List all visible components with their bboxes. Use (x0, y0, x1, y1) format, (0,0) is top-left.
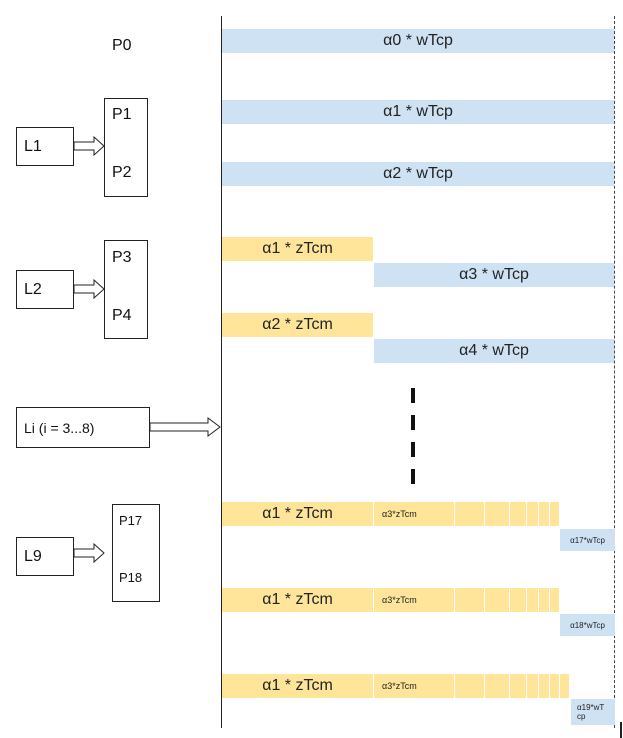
bar-segmented-ztcm-row2: α3*zTcm (374, 588, 559, 612)
arrow-l2-icon (73, 278, 105, 300)
bar-label: α1 * zTcm (262, 505, 333, 522)
bar-label-line2: cp (577, 712, 586, 721)
bar-label: α1 * zTcm (262, 240, 333, 257)
process-label-p2: P2 (112, 164, 132, 181)
bar-label: α3*zTcm (382, 595, 417, 605)
level-box-l2 (16, 270, 74, 309)
bar-segmented-ztcm-row1: α3*zTcm (374, 502, 559, 526)
bar-alpha4-wtcp: α4 * wTcp (374, 339, 614, 363)
bar-label-line1: α19*wT (577, 703, 605, 712)
bar-label: α1 * zTcm (262, 677, 333, 694)
bar-alpha1-wtcp: α1 * wTcp (222, 100, 614, 124)
bar-segmented-ztcm-row3: α3*zTcm (374, 674, 569, 698)
bar-label: α18*wTcp (570, 620, 605, 630)
end-dashed-line (614, 16, 615, 728)
arrow-li-icon (149, 417, 221, 437)
level-label-l9: L9 (24, 548, 42, 565)
level-label-l2: L2 (24, 281, 42, 298)
process-label-p4: P4 (112, 307, 132, 324)
arrow-l9-icon (73, 542, 105, 564)
process-label-p1: P1 (112, 106, 132, 123)
arrow-l1-icon (73, 135, 105, 157)
bar-label: α4 * wTcp (459, 342, 529, 359)
bar-label: α1 * zTcm (262, 591, 333, 608)
process-label-p0: P0 (112, 37, 132, 54)
level-box-li (16, 407, 150, 448)
bar-alpha0-wtcp: α0 * wTcp (222, 29, 614, 53)
bar-alpha18-wtcp: α18*wTcp (560, 614, 615, 636)
level-label-li: Li (i = 3...8) (24, 420, 95, 436)
bar-alpha17-wtcp: α17*wTcp (560, 529, 615, 551)
ellipsis-dashes (411, 388, 415, 484)
bar-alpha19-wtcp: α19*wT cp (571, 699, 615, 725)
bar-label: α3*zTcm (382, 681, 417, 691)
process-box-p1-p2 (104, 98, 148, 197)
bar-label: α17*wTcp (570, 535, 605, 545)
bar-label: α3*zTcm (382, 509, 417, 519)
bar-alpha2-ztcm: α2 * zTcm (222, 313, 373, 337)
bar-label: α3 * wTcp (459, 266, 529, 283)
bar-alpha2-wtcp: α2 * wTcp (222, 162, 614, 186)
bar-alpha1-ztcm-row2: α1 * zTcm (222, 588, 373, 612)
bar-alpha1-ztcm-row1: α1 * zTcm (222, 502, 373, 526)
level-label-l1: L1 (24, 138, 42, 155)
process-box-p3-p4 (104, 240, 148, 339)
process-box-p17-p18 (112, 504, 160, 602)
process-label-p18: P18 (119, 570, 143, 585)
process-label-p17: P17 (119, 513, 143, 528)
end-mark (620, 722, 622, 738)
bar-label: α2 * zTcm (262, 316, 333, 333)
bar-alpha1-ztcm-row3: α1 * zTcm (222, 674, 373, 698)
process-label-p3: P3 (112, 249, 132, 266)
bar-label: α1 * wTcp (383, 103, 453, 120)
bar-label: α2 * wTcp (383, 165, 453, 182)
bar-alpha3-wtcp: α3 * wTcp (374, 263, 614, 287)
bar-label: α0 * wTcp (383, 32, 453, 49)
bar-alpha1-ztcm: α1 * zTcm (222, 237, 373, 261)
timeline-axis (221, 16, 222, 728)
